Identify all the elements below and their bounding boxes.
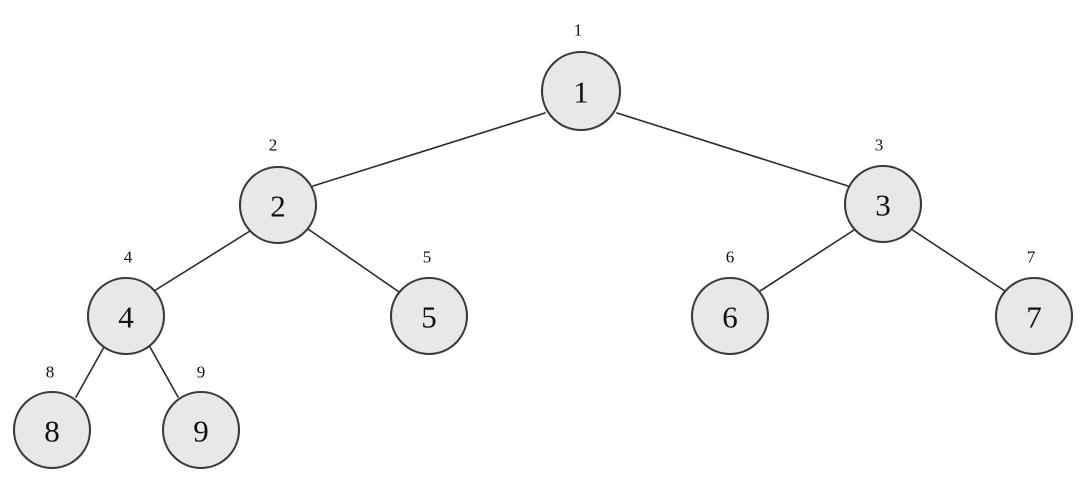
node-value-label: 2 bbox=[270, 189, 286, 224]
node-index-label: 5 bbox=[423, 248, 432, 267]
node-circle[interactable] bbox=[12, 390, 92, 470]
tree-node[interactable]: 99 bbox=[161, 363, 241, 470]
node-value-label: 5 bbox=[421, 300, 437, 335]
node-circle[interactable] bbox=[161, 390, 241, 470]
tree-node[interactable]: 44 bbox=[86, 248, 166, 356]
tree-node[interactable]: 66 bbox=[690, 248, 770, 356]
tree-node[interactable]: 33 bbox=[843, 136, 923, 244]
tree-edge bbox=[616, 112, 849, 187]
node-index-label: 7 bbox=[1027, 248, 1036, 267]
tree-node[interactable]: 55 bbox=[389, 248, 469, 356]
node-index-label: 4 bbox=[124, 248, 133, 267]
tree-edge bbox=[307, 228, 403, 295]
node-circle[interactable] bbox=[994, 276, 1074, 356]
tree-edge bbox=[756, 229, 855, 294]
node-value-label: 4 bbox=[118, 300, 134, 335]
node-value-label: 7 bbox=[1026, 300, 1042, 335]
edges-group bbox=[75, 112, 1009, 398]
tree-node[interactable]: 11 bbox=[540, 21, 622, 132]
node-circle[interactable] bbox=[86, 276, 166, 356]
node-circle[interactable] bbox=[238, 165, 318, 245]
node-circle[interactable] bbox=[843, 164, 923, 244]
tree-edge bbox=[149, 346, 179, 398]
node-value-label: 1 bbox=[573, 75, 589, 110]
node-value-label: 8 bbox=[44, 414, 60, 449]
node-circle[interactable] bbox=[389, 276, 469, 356]
node-index-label: 2 bbox=[269, 136, 278, 155]
node-circle[interactable] bbox=[690, 276, 770, 356]
tree-node[interactable]: 77 bbox=[994, 248, 1074, 356]
node-index-label: 6 bbox=[726, 248, 735, 267]
tree-node[interactable]: 88 bbox=[12, 363, 92, 470]
tree-node[interactable]: 22 bbox=[238, 136, 318, 245]
node-value-label: 9 bbox=[193, 414, 209, 449]
node-value-label: 6 bbox=[722, 300, 738, 335]
node-index-label: 9 bbox=[197, 363, 206, 382]
tree-edge bbox=[75, 346, 105, 398]
node-index-label: 8 bbox=[46, 363, 55, 382]
node-index-label: 1 bbox=[574, 21, 583, 40]
node-circle[interactable] bbox=[540, 50, 622, 132]
tree-edge bbox=[910, 228, 1009, 294]
tree-edge bbox=[312, 112, 546, 187]
node-index-label: 3 bbox=[875, 136, 884, 155]
node-value-label: 3 bbox=[875, 188, 891, 223]
tree-edge bbox=[153, 230, 251, 292]
